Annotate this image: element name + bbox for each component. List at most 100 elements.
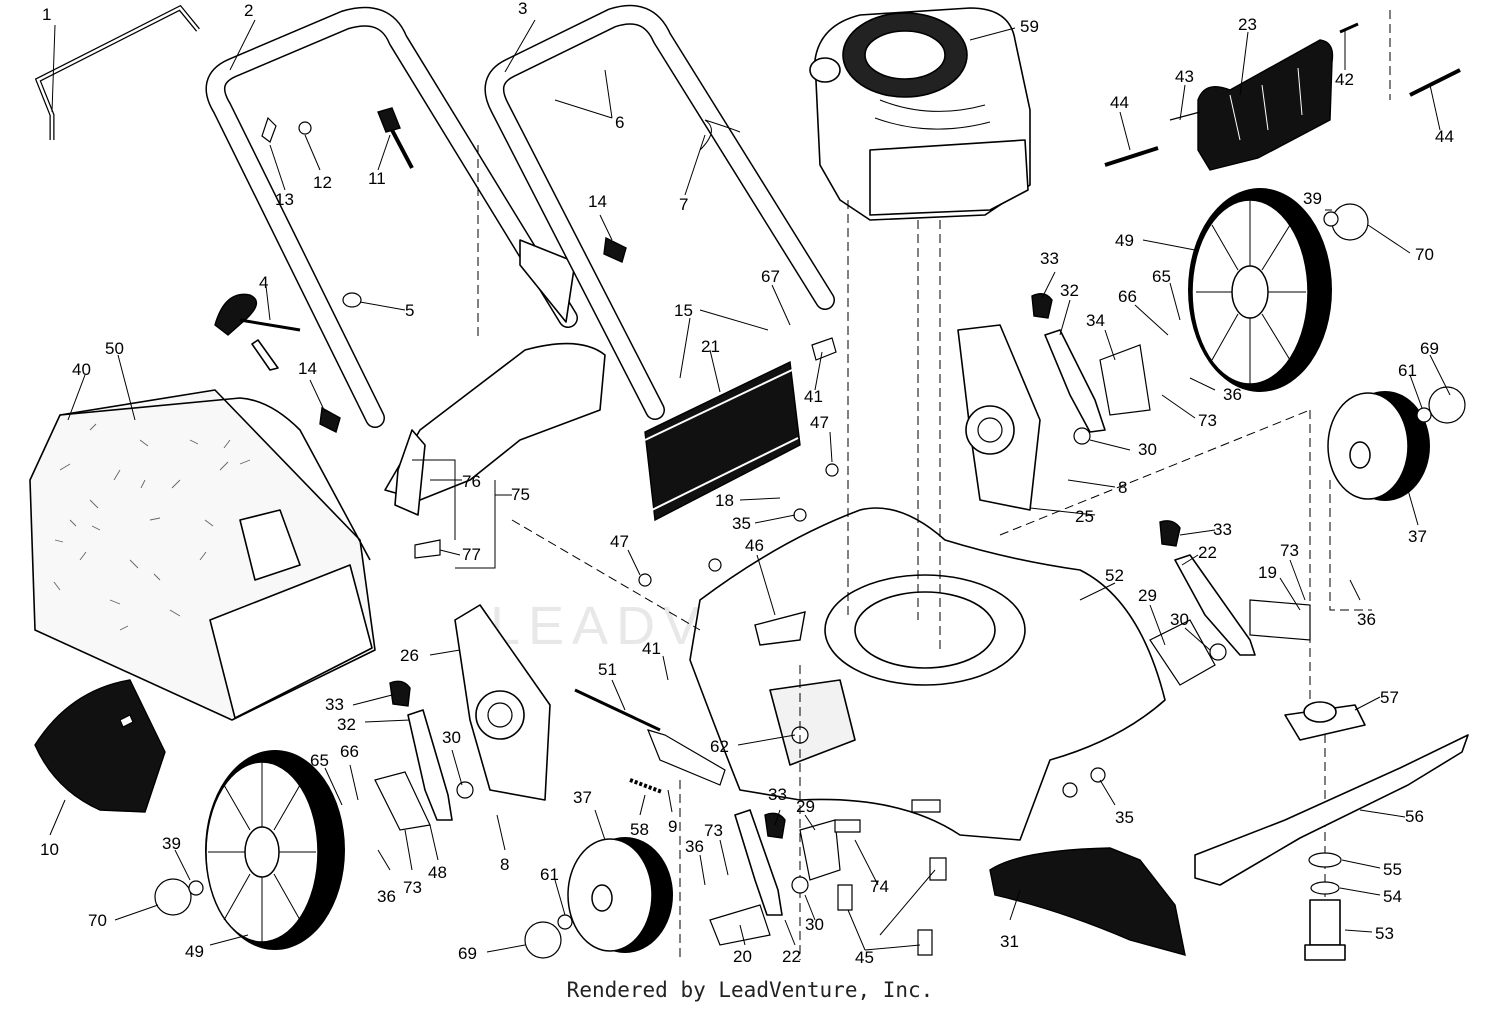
callout-49: 49	[185, 942, 204, 961]
callout-69: 69	[458, 944, 477, 963]
callout-3: 3	[518, 0, 527, 18]
callout-19: 19	[1258, 563, 1277, 582]
callout-4: 4	[259, 273, 268, 292]
hinge-plate-21	[644, 337, 839, 522]
callout-52: 52	[1105, 566, 1124, 585]
callout-33: 33	[325, 695, 344, 714]
cable-parts	[261, 107, 741, 169]
footer-credit: Rendered by LeadVenture, Inc.	[566, 978, 934, 1002]
callout-26: 26	[400, 646, 419, 665]
callout-59: 59	[1020, 17, 1039, 36]
engine-59	[809, 7, 1031, 221]
wheel-bracket-25	[957, 324, 1041, 511]
callout-65: 65	[310, 751, 329, 770]
callout-6: 6	[615, 113, 624, 132]
callout-22: 22	[782, 947, 801, 966]
cover-10	[34, 679, 166, 813]
leader-lines	[49, 19, 1451, 953]
callout-23: 23	[1238, 15, 1257, 34]
height-levers	[389, 293, 1256, 916]
callout-51: 51	[598, 660, 617, 679]
wheel-bracket-26	[454, 604, 551, 801]
control-bail-1	[34, 4, 200, 140]
callout-40: 40	[72, 360, 91, 379]
callout-50: 50	[105, 339, 124, 358]
callout-34: 34	[1086, 311, 1105, 330]
callout-10: 10	[40, 840, 59, 859]
bolts-45	[834, 799, 947, 956]
callout-41: 41	[804, 387, 823, 406]
callout-15: 15	[674, 301, 693, 320]
callout-29: 29	[1138, 586, 1157, 605]
callout-44: 44	[1110, 93, 1129, 112]
callout-5: 5	[405, 301, 414, 320]
blade-56	[1194, 734, 1469, 886]
callout-44: 44	[1435, 127, 1454, 146]
callout-33: 33	[768, 785, 787, 804]
callout-37: 37	[1408, 527, 1427, 546]
callout-73: 73	[403, 878, 422, 897]
callout-47: 47	[610, 532, 629, 551]
upper-handle-2	[205, 6, 578, 428]
callout-9: 9	[668, 817, 677, 836]
callout-32: 32	[337, 715, 356, 734]
skirt-31	[989, 847, 1186, 956]
callout-30: 30	[442, 728, 461, 747]
lower-handle-3	[484, 4, 835, 420]
callout-42: 42	[1335, 70, 1354, 89]
callout-1: 1	[42, 5, 51, 24]
callout-66: 66	[340, 742, 359, 761]
callout-8: 8	[500, 855, 509, 874]
callout-7: 7	[679, 195, 688, 214]
callout-labels: 1 2 3 59 23 42 43 44 44 6 13 12 11 7 14 …	[40, 0, 1454, 967]
callout-33: 33	[1213, 520, 1232, 539]
callout-49: 49	[1115, 231, 1134, 250]
callout-67: 67	[761, 267, 780, 286]
callout-73: 73	[1280, 541, 1299, 560]
callout-73: 73	[1198, 411, 1217, 430]
blade-hardware	[1304, 852, 1346, 961]
rear-wheel-49-right	[1188, 188, 1332, 392]
callout-32: 32	[1060, 281, 1079, 300]
callout-30: 30	[1138, 440, 1157, 459]
front-wheel-37-right	[1327, 391, 1430, 501]
callout-14: 14	[588, 192, 607, 211]
hub-caps	[154, 203, 1466, 959]
callout-61: 61	[1398, 361, 1417, 380]
rear-deflector-23	[1104, 22, 1461, 171]
callout-66: 66	[1118, 287, 1137, 306]
callout-36: 36	[1357, 610, 1376, 629]
callout-30: 30	[805, 915, 824, 934]
callout-14: 14	[298, 359, 317, 378]
front-axle-parts	[574, 688, 726, 794]
callout-47: 47	[810, 413, 829, 432]
callout-36: 36	[685, 837, 704, 856]
front-wheel-37-left	[567, 837, 673, 953]
callout-76: 76	[462, 472, 481, 491]
callout-29: 29	[796, 797, 815, 816]
blade-adapter-57	[1284, 701, 1366, 741]
callout-36: 36	[1223, 385, 1242, 404]
callout-12: 12	[313, 173, 332, 192]
callout-62: 62	[710, 737, 729, 756]
callout-36: 36	[377, 887, 396, 906]
callout-13: 13	[275, 190, 294, 209]
callout-2: 2	[244, 1, 253, 20]
callout-57: 57	[1380, 688, 1399, 707]
rear-wheel-49-left	[205, 750, 345, 950]
callout-73: 73	[704, 821, 723, 840]
callout-69: 69	[1420, 339, 1439, 358]
callout-65: 65	[1152, 267, 1171, 286]
callout-48: 48	[428, 863, 447, 882]
callout-21: 21	[701, 337, 720, 356]
mower-deck-52	[689, 507, 1166, 841]
callout-43: 43	[1175, 67, 1194, 86]
callout-41: 41	[642, 639, 661, 658]
callout-33: 33	[1040, 249, 1059, 268]
callout-22: 22	[1198, 543, 1217, 562]
callout-74: 74	[870, 877, 889, 896]
callout-35: 35	[1115, 808, 1134, 827]
knob-parts	[214, 236, 627, 434]
callout-37: 37	[573, 788, 592, 807]
